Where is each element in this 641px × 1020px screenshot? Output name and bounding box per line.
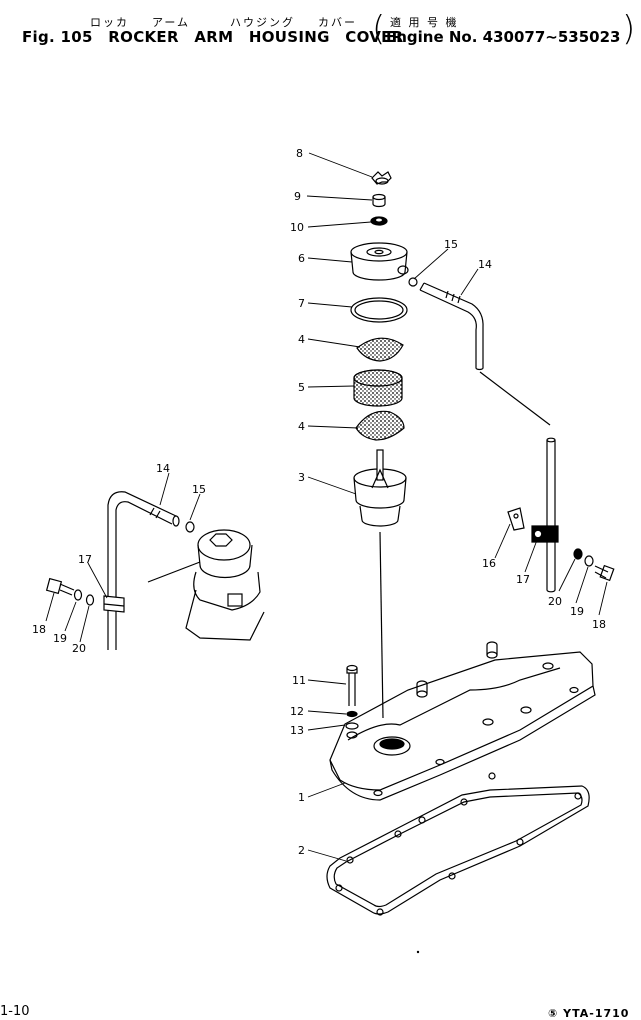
callout-15-right: 15: [444, 238, 458, 251]
callout-19-left: 19: [53, 632, 67, 645]
callout-17-right: 17: [516, 573, 530, 586]
speck-mark: [416, 950, 420, 954]
callout-16: 16: [482, 557, 496, 570]
leader-lines: [45, 152, 608, 862]
washer-part-10: [370, 216, 388, 226]
page-number: 1-10: [0, 1004, 30, 1019]
callout-6: 6: [298, 252, 305, 265]
callout-1: 1: [298, 791, 305, 804]
right-paren-icon: ): [622, 9, 636, 49]
housing-cover-part-1: [329, 641, 596, 801]
callout-8: 8: [296, 147, 303, 160]
callout-20-left: 20: [72, 642, 86, 655]
callout-3: 3: [298, 471, 305, 484]
callout-9: 9: [294, 190, 301, 203]
washer-part-13: [345, 722, 359, 730]
element-part-5: [353, 369, 403, 407]
document-code: ⑤ YTA-1710: [548, 1007, 630, 1020]
jp-part-name-2: アーム: [152, 16, 191, 29]
callout-13: 13: [290, 724, 304, 737]
gasket-part-2: [326, 772, 590, 916]
breather-body-part-3: [353, 449, 407, 719]
callout-labels: 8 9 10 6 7 4 5 4 3 15 14 14 15 17 18 19 …: [32, 147, 606, 857]
gasket-ring-part-7: [350, 297, 408, 323]
callout-19-right: 19: [570, 605, 584, 618]
jp-applicable: 適 用 号 機: [390, 16, 459, 29]
hose-left-part-14: [107, 491, 195, 650]
washer-part-12: [346, 710, 358, 718]
bolt-part-11: [346, 664, 358, 706]
figure-title: Fig. 105 ROCKER ARM HOUSING COVER: [22, 28, 414, 46]
engine-number: Engine No. 430077∼535023: [386, 28, 621, 46]
callout-18-left: 18: [32, 623, 46, 636]
callout-15-left: 15: [192, 483, 206, 496]
clip-right-part-17: [531, 525, 559, 543]
callout-12: 12: [290, 705, 304, 718]
jp-part-name-3: ハウジング: [230, 16, 295, 29]
callout-14-left: 14: [156, 462, 170, 475]
jp-part-name-4: カバー: [318, 16, 357, 29]
title-word-1: ROCKER: [108, 28, 179, 46]
callout-5: 5: [298, 381, 305, 394]
title-word-4: COVER: [345, 28, 404, 46]
callout-10: 10: [290, 221, 304, 234]
callout-4-lower: 4: [298, 420, 305, 433]
left-paren-icon: (: [372, 9, 386, 49]
fig-label: Fig. 105: [22, 28, 93, 46]
screen-upper-part-4: [356, 337, 404, 362]
callout-18-right: 18: [592, 618, 606, 631]
screen-lower-part-4: [355, 410, 405, 441]
callout-4-upper: 4: [298, 333, 305, 346]
callout-14-right: 14: [478, 258, 492, 271]
clip-left-part-17: [103, 595, 125, 613]
callout-20-right: 20: [548, 595, 562, 608]
breather-left-assembly: [147, 529, 265, 641]
callout-17-left: 17: [78, 553, 92, 566]
title-word-3: HOUSING: [248, 28, 330, 46]
jp-part-name-1: ロッカ: [90, 16, 129, 29]
bolt-set-left: [45, 577, 95, 606]
hose-right-part-14: [408, 277, 556, 593]
title-word-2: ARM: [194, 28, 234, 46]
breather-cover-part-6: [350, 242, 409, 281]
bolt-set-right: [573, 548, 615, 582]
wing-nut-part-8: [371, 171, 392, 185]
callout-11: 11: [292, 674, 306, 687]
nut-part-9: [372, 193, 386, 208]
bracket-right-part-16: [507, 507, 525, 531]
header: ロッカ アーム ハウジング カバー 適 用 号 機 Fig. 105 ROCKE…: [0, 0, 641, 60]
callout-2: 2: [298, 844, 305, 857]
callout-7: 7: [298, 297, 305, 310]
